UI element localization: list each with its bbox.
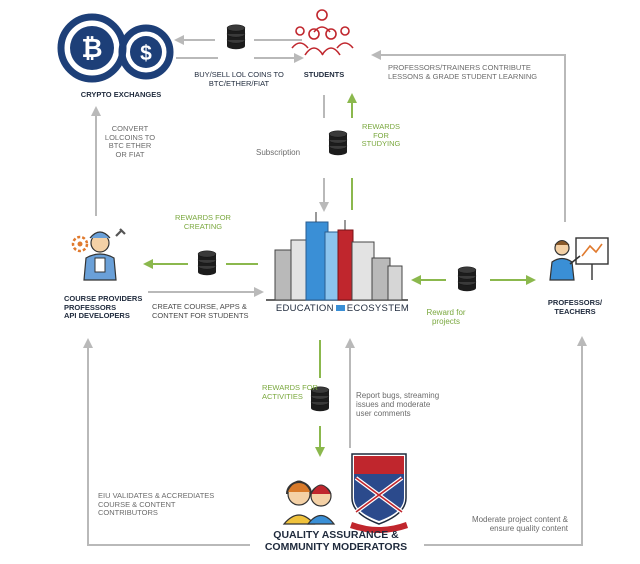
edge-subscription: Subscription: [256, 148, 301, 157]
node-quality-assurance: QUALITY ASSURANCE & COMMUNITY MODERATORS: [264, 529, 408, 554]
node-students: STUDENTS: [303, 70, 345, 79]
coin-stack-icon: [328, 130, 348, 156]
university-crest-icon: [350, 453, 408, 533]
svg-text:$: $: [140, 42, 152, 65]
edge-buy-sell: BUY/SELL LOL COINS TO BTC/ETHER/FIAT: [194, 70, 284, 88]
edge-reward-projects: Reward for projects: [426, 308, 466, 327]
ecosystem-separator: [335, 305, 345, 312]
node-education-ecosystem: EDUCATION ECOSYSTEM: [270, 303, 415, 314]
bitcoin-dollar-icon: ₿ $: [57, 13, 174, 83]
svg-text:₿: ₿: [81, 33, 102, 63]
node-crypto-exchanges: CRYPTO EXCHANGES: [80, 90, 162, 99]
headset-people-icon: [282, 480, 336, 525]
edge-report-bugs: Report bugs, streaming issues and modera…: [356, 391, 440, 419]
coin-stack-icon: [197, 250, 217, 276]
arrow-qa-to-providers: [83, 338, 250, 546]
students-group-icon: [291, 9, 354, 56]
ecosystem-label-ecosystem: ECOSYSTEM: [346, 303, 410, 314]
developer-gear-icon: [71, 228, 126, 281]
node-professors-teachers: PROFESSORS/ TEACHERS: [547, 298, 603, 316]
arrow-professors-to-students: [371, 50, 566, 222]
city-buildings-icon: [266, 212, 408, 301]
node-course-providers: COURSE PROVIDERS PROFESSORS API DEVELOPE…: [64, 294, 143, 321]
arrow-qa-to-professors: [424, 336, 587, 546]
ecosystem-label-education: EDUCATION: [275, 303, 334, 314]
edge-rewards-activities: REWARDS FOR ACTIVITIES: [262, 383, 318, 401]
coin-stack-icon: [226, 24, 246, 50]
edge-rewards-studying: REWARDS FOR STUDYING: [361, 122, 401, 149]
edge-create-course: CREATE COURSE, APPS & CONTENT FOR STUDEN…: [152, 302, 249, 320]
edge-moderate-project: Moderate project content & ensure qualit…: [471, 515, 568, 534]
connector-lines: [83, 35, 587, 546]
edge-eiu-validates: EIU VALIDATES & ACCREDIATES COURSE & CON…: [98, 491, 215, 518]
edge-professors-contribute: PROFESSORS/TRAINERS CONTRIBUTE LESSONS &…: [388, 63, 538, 81]
edge-convert: CONVERT LOLCOINS TO BTC ETHER OR FIAT: [104, 124, 156, 159]
edge-rewards-creating: REWARDS FOR CREATING: [175, 213, 231, 231]
teacher-board-icon: [549, 237, 609, 281]
coin-stack-icon: [457, 266, 477, 292]
